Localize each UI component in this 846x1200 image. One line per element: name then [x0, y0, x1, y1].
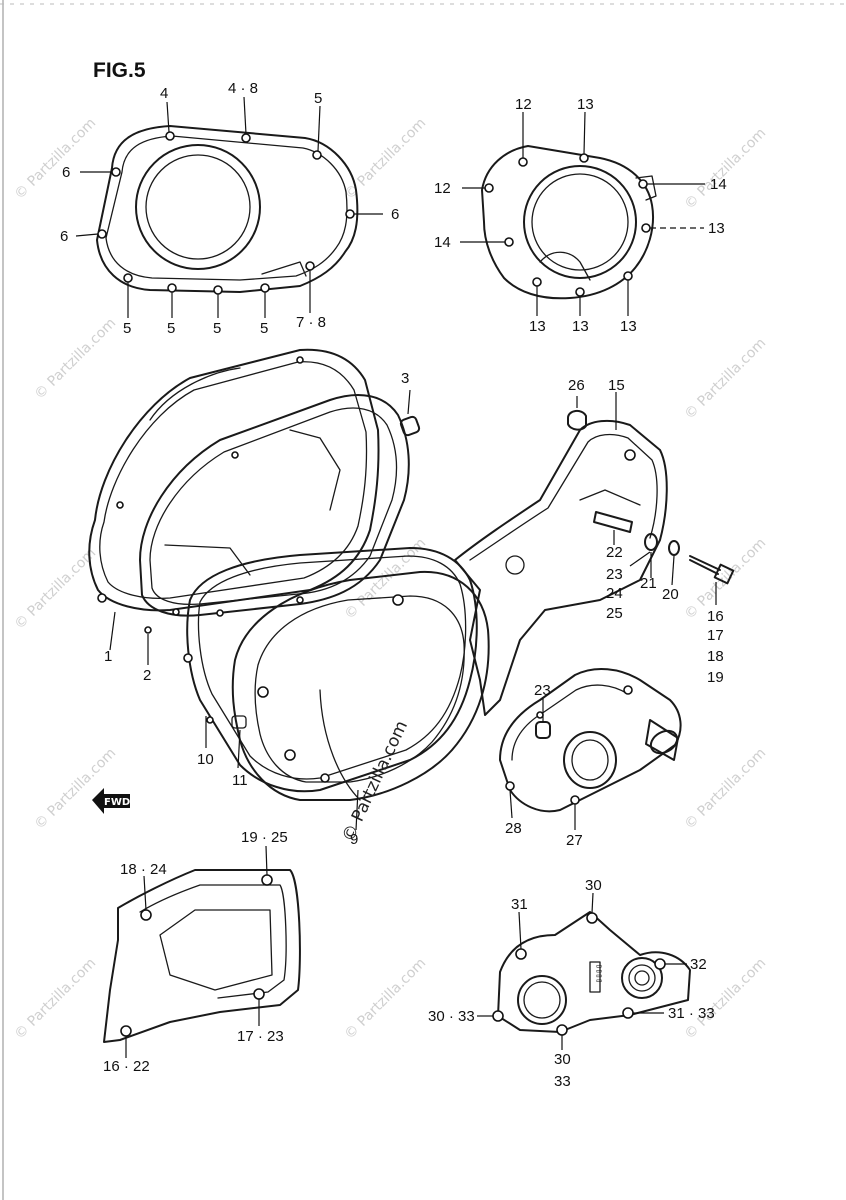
gasket-bottom-left — [103, 869, 301, 1043]
leader-lines-gasket-bottom-right — [477, 892, 687, 1050]
part-label: 13 — [708, 220, 725, 237]
watermark-text: © Partzilla.com — [682, 335, 770, 423]
watermark-text: © Partzilla.com — [682, 125, 770, 213]
part-label: 6 — [60, 228, 68, 245]
part-label: 17 · 23 — [237, 1028, 284, 1045]
figure-title: FIG.5 — [93, 59, 146, 82]
washer-21 — [644, 533, 658, 551]
generator-cover-top — [481, 145, 657, 300]
part-label: 19 — [707, 669, 724, 686]
watermark-text: © Partzilla.com — [342, 115, 430, 203]
part-label: 1 — [104, 648, 112, 665]
part-label: 21 — [640, 575, 657, 592]
watermark-text: © Partzilla.com — [682, 535, 770, 623]
part-label: 23 — [606, 566, 623, 583]
part-label: 7 · 8 — [296, 314, 326, 331]
part-label: 15 — [608, 377, 625, 394]
part-label: 16 · 22 — [103, 1058, 150, 1075]
pin-22 — [593, 511, 633, 533]
gasket-bottom-right: ▯▯▯▯ — [492, 911, 691, 1036]
part-label: 6 — [391, 206, 399, 223]
part-label: 5 — [314, 90, 322, 107]
leader-lines-clutch-cover — [75, 96, 383, 318]
clutch-cover-top — [96, 125, 359, 295]
forward-arrow-icon: FWD — [92, 788, 130, 814]
part-label: 19 · 25 — [241, 829, 288, 846]
part-label: 30 — [585, 877, 602, 894]
forward-arrow-label: FWD — [104, 797, 130, 808]
leader-lines-generator-cover — [460, 111, 705, 316]
clutch-cover-main — [231, 570, 490, 801]
washer-20 — [668, 540, 680, 556]
gasket-outer — [88, 348, 380, 612]
part-label: 26 — [568, 377, 585, 394]
part-label: 32 — [690, 956, 707, 973]
part-label: 30 — [554, 1051, 571, 1068]
part-label: 18 — [707, 648, 724, 665]
part-label: 31 · 33 — [668, 1005, 715, 1022]
part-label: 18 · 24 — [120, 861, 167, 878]
part-label: 4 · 8 — [228, 80, 258, 97]
leader-lines-gasket-bottom-left — [125, 845, 268, 1058]
leader-lines-water-pump — [509, 698, 576, 830]
watermark-text: © Partzilla.com — [12, 115, 100, 203]
part-label: 20 — [662, 586, 679, 603]
part-label: 30 · 33 — [428, 1008, 475, 1025]
part-label: 22 — [606, 544, 623, 561]
part-label: 12 — [434, 180, 451, 197]
dowel-pin-3 — [399, 415, 421, 437]
watermark-text: © Partzilla.com — [12, 955, 100, 1043]
watermark-text: © Partzilla.com — [342, 955, 430, 1043]
bolt-16 — [689, 555, 721, 575]
part-label: 5 — [167, 320, 175, 337]
part-label: 25 — [606, 605, 623, 622]
part-label: 33 — [554, 1073, 571, 1090]
watermark-text: © Partzilla.com — [12, 545, 100, 633]
leader-lines-right-cover — [109, 389, 717, 831]
part-label: 5 — [213, 320, 221, 337]
watermark-text: © Partzilla.com — [682, 745, 770, 833]
outer-cover-right — [454, 410, 735, 716]
part-label: 5 — [260, 320, 268, 337]
part-label: 3 — [401, 370, 409, 387]
part-label: 12 — [515, 96, 532, 113]
part-label: 13 — [577, 96, 594, 113]
part-label: 13 — [572, 318, 589, 335]
part-label: 6 — [62, 164, 70, 181]
part-label: 9 — [350, 831, 358, 848]
part-label: 11 — [232, 772, 248, 789]
cap-26 — [567, 410, 587, 431]
watermark-text: © Partzilla.com — [32, 745, 120, 833]
part-label: 5 — [123, 320, 131, 337]
part-label: 4 — [160, 85, 168, 102]
watermark-text: © Partzilla.com — [32, 315, 120, 403]
part-label: 16 — [707, 608, 724, 625]
part-label: 17 — [707, 627, 724, 644]
gasket-stamp: ▯▯▯▯ — [595, 964, 604, 983]
water-pump-cover — [499, 668, 682, 813]
part-label: 24 — [606, 585, 623, 602]
part-label: 13 — [529, 318, 546, 335]
part-label: 31 — [511, 896, 528, 913]
part-label: 10 — [197, 751, 214, 768]
gasket-clutch — [183, 547, 478, 793]
part-label: 23 — [534, 682, 551, 699]
part-label: 13 — [620, 318, 637, 335]
part-label: 27 — [566, 832, 583, 849]
part-label: 28 — [505, 820, 522, 837]
part-label: 14 — [434, 234, 451, 251]
part-label: 2 — [143, 667, 151, 684]
part-label: 14 — [710, 176, 727, 193]
